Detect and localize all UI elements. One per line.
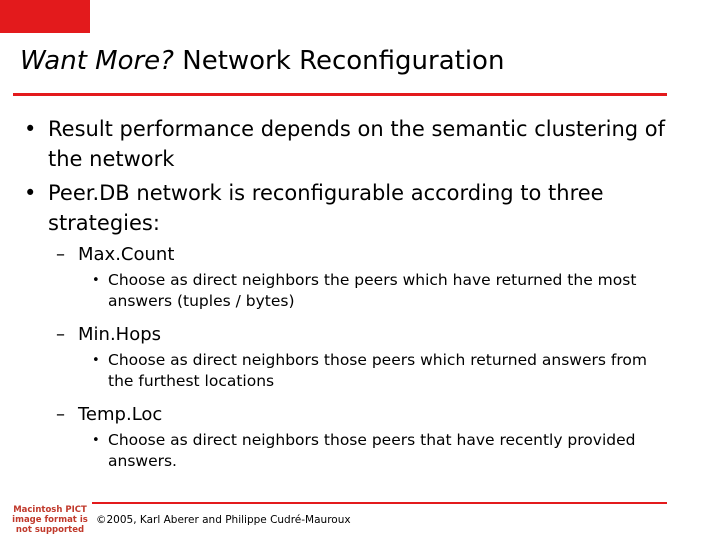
footer-divider bbox=[92, 502, 667, 504]
strategy-name: Temp.Loc bbox=[78, 404, 163, 425]
bullet-text: Peer.DB network is reconfigurable accord… bbox=[48, 181, 604, 235]
dash-icon: – bbox=[56, 404, 65, 425]
strategy-item: – Temp.Loc bbox=[20, 402, 670, 428]
bullet-icon: • bbox=[24, 117, 37, 141]
strategy-detail: • Choose as direct neighbors the peers w… bbox=[20, 270, 670, 312]
strategy-detail-text: Choose as direct neighbors the peers whi… bbox=[108, 271, 637, 310]
strategy-detail: • Choose as direct neighbors those peers… bbox=[20, 350, 670, 392]
copyright-footer: ©2005, Karl Aberer and Philippe Cudré-Ma… bbox=[96, 514, 351, 526]
strategy-name: Max.Count bbox=[78, 244, 175, 265]
slide-title: Want More? Network Reconfiguration bbox=[20, 43, 504, 79]
strategy-name: Min.Hops bbox=[78, 324, 162, 345]
bullet-icon: • bbox=[92, 273, 100, 288]
bullet-icon: • bbox=[24, 181, 37, 205]
dash-icon: – bbox=[56, 324, 65, 345]
strategy-item: – Max.Count bbox=[20, 242, 670, 268]
strategy-detail-text: Choose as direct neighbors those peers t… bbox=[108, 431, 636, 470]
strategy-item: – Min.Hops bbox=[20, 322, 670, 348]
bullet-icon: • bbox=[92, 353, 100, 368]
strategy-detail: • Choose as direct neighbors those peers… bbox=[20, 430, 670, 472]
unsupported-image-placeholder: Macintosh PICT image format is not suppo… bbox=[12, 505, 88, 535]
dash-icon: – bbox=[56, 244, 65, 265]
bullet-icon: • bbox=[92, 433, 100, 448]
title-divider bbox=[13, 93, 667, 96]
strategy-detail-text: Choose as direct neighbors those peers w… bbox=[108, 351, 647, 390]
slide-body: • Result performance depends on the sema… bbox=[20, 114, 670, 482]
bullet-text: Result performance depends on the semant… bbox=[48, 117, 666, 171]
corner-accent-block bbox=[0, 0, 90, 33]
bullet-item: • Result performance depends on the sema… bbox=[20, 114, 670, 174]
bullet-item: • Peer.DB network is reconfigurable acco… bbox=[20, 178, 670, 238]
slide-title-italic: Want More? bbox=[20, 46, 174, 76]
slide-title-rest: Network Reconfiguration bbox=[173, 46, 505, 76]
